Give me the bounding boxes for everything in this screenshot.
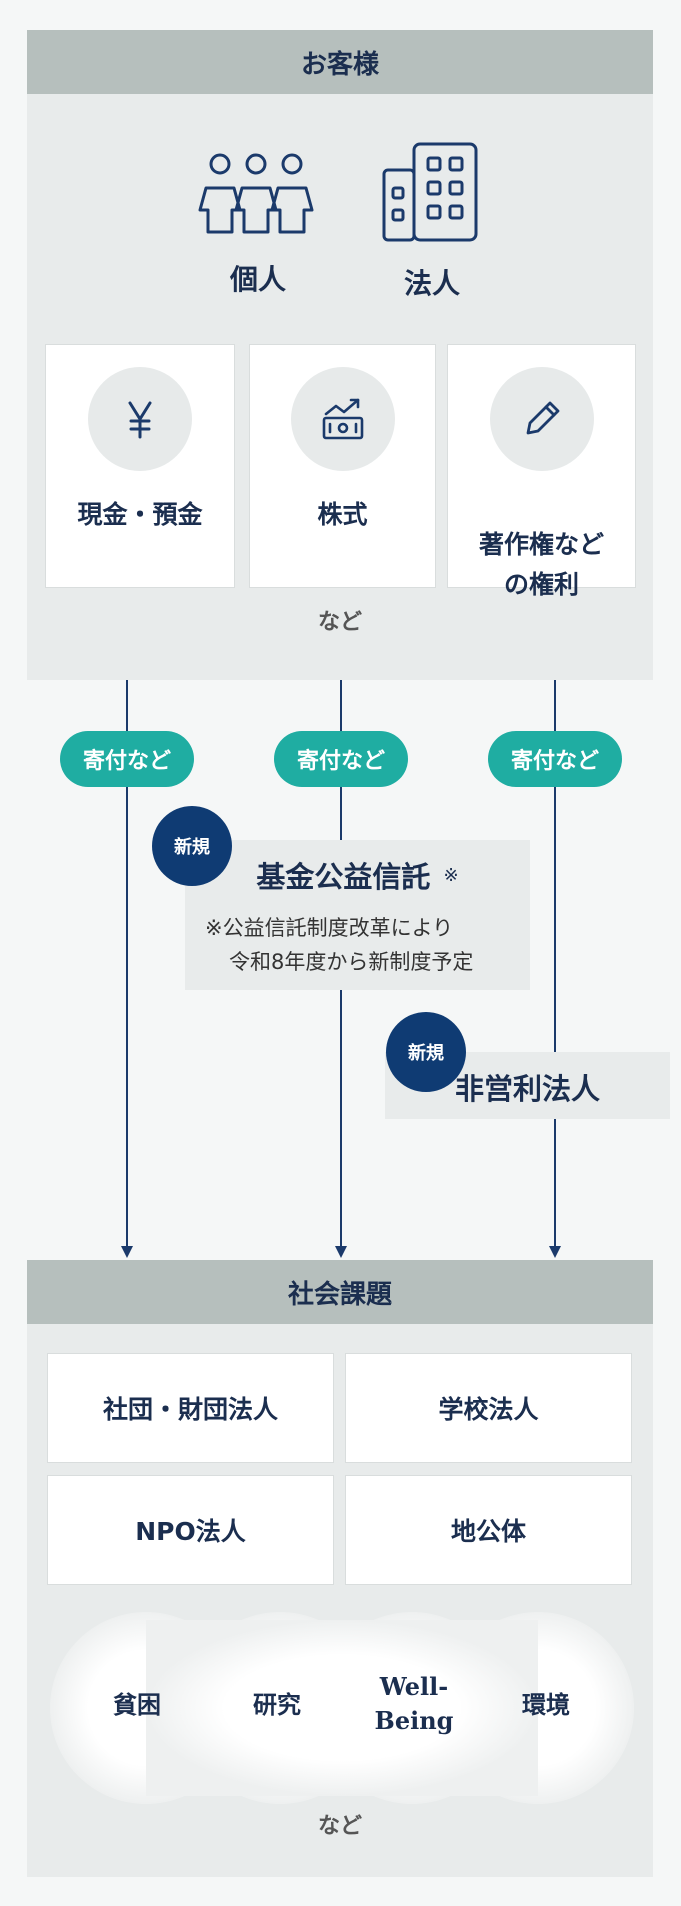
flow-arrow-right bbox=[549, 1246, 561, 1258]
asset-card-cash: 現金・預金 bbox=[45, 344, 235, 588]
issue-research: 研究 bbox=[253, 1690, 301, 1719]
flow-arrow-left bbox=[121, 1246, 133, 1258]
fund-trust-title-row: 基金公益信託 ※ bbox=[185, 854, 530, 896]
customers-etc: など bbox=[317, 610, 362, 635]
nonprofit-new-badge: 新規 bbox=[386, 1012, 466, 1092]
donate-pill-left: 寄付など bbox=[60, 731, 194, 787]
asset-card-copyright: 著作権など の権利 bbox=[447, 344, 636, 599]
fund-trust-note-2: 令和8年度から新制度予定 bbox=[229, 950, 474, 974]
org-card-association: 社団・財団法人 bbox=[47, 1353, 334, 1463]
asset-label-stock: 株式 bbox=[317, 500, 368, 529]
donate-pill-center: 寄付など bbox=[274, 731, 408, 787]
social-issues-etc: など bbox=[317, 1814, 362, 1839]
fund-trust-new-badge: 新規 bbox=[152, 806, 232, 886]
fund-trust-box: 基金公益信託 ※ ※公益信託制度改革により 令和8年度から新制度予定 bbox=[185, 840, 530, 990]
nonprofit-title: 非営利法人 bbox=[454, 1072, 600, 1106]
asset-label-copyright-text: 著作権など の権利 bbox=[478, 530, 604, 599]
org-card-school: 学校法人 bbox=[345, 1353, 632, 1463]
issue-environment: 環境 bbox=[522, 1690, 570, 1719]
stock-chart-icon bbox=[290, 367, 395, 471]
donate-pill-right: 寄付など bbox=[488, 731, 622, 787]
yen-icon bbox=[88, 367, 192, 471]
fund-trust-note-1: ※公益信託制度改革により bbox=[205, 916, 454, 940]
building-icon bbox=[380, 140, 484, 244]
customers-title: お客様 bbox=[27, 30, 653, 94]
issue-wellbeing: Well- Being bbox=[354, 1670, 474, 1738]
asset-card-stock: 株式 bbox=[249, 344, 436, 588]
asset-label-copyright: 著作権など の権利 bbox=[448, 485, 635, 605]
social-issues-title: 社会課題 bbox=[27, 1260, 653, 1324]
flow-arrow-center bbox=[335, 1246, 347, 1258]
org-card-npo: NPO法人 bbox=[47, 1475, 334, 1585]
flow-line-right bbox=[554, 680, 556, 1248]
pencil-icon bbox=[489, 367, 594, 471]
asset-label-cash: 現金・預金 bbox=[77, 500, 203, 529]
people-icon bbox=[196, 148, 316, 238]
issues-cloud bbox=[50, 1610, 634, 1806]
flow-line-left bbox=[126, 680, 128, 1248]
individual-label: 個人 bbox=[229, 263, 286, 296]
fund-trust-title: 基金公益信託 bbox=[256, 860, 431, 894]
issue-poverty: 貧困 bbox=[113, 1690, 161, 1719]
corporation-label: 法人 bbox=[403, 267, 460, 300]
issue-wellbeing-text: Well- Being bbox=[374, 1672, 454, 1735]
org-card-local-gov: 地公体 bbox=[345, 1475, 632, 1585]
fund-trust-mark: ※ bbox=[443, 864, 459, 886]
